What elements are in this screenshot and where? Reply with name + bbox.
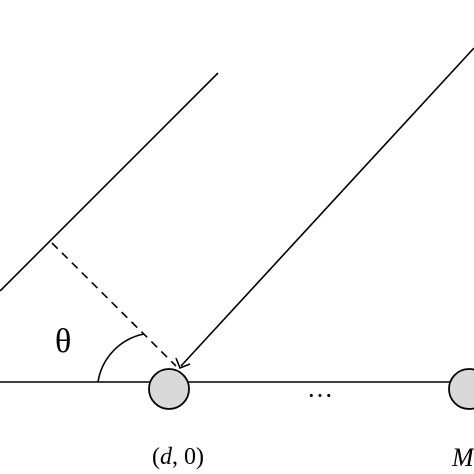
angle-theta-label: θ (55, 323, 71, 360)
sensor-label-close: , 0) (172, 444, 204, 470)
sensor-label-d: d (160, 444, 173, 470)
ellipsis-dots: ··· (307, 381, 333, 410)
wavefront-ray-left (0, 72, 219, 292)
path-difference-dashed-line (51, 242, 177, 367)
last-sensor-label: M (451, 443, 474, 472)
incident-ray-right (180, 47, 474, 367)
sensor-element-last (448, 368, 474, 410)
arrowhead (175, 357, 191, 370)
sensor-element (148, 368, 190, 410)
sensor-coordinate-label: (d, 0) (152, 444, 204, 470)
angle-arc (97, 333, 145, 383)
sensor-label-open: ( (152, 444, 160, 470)
